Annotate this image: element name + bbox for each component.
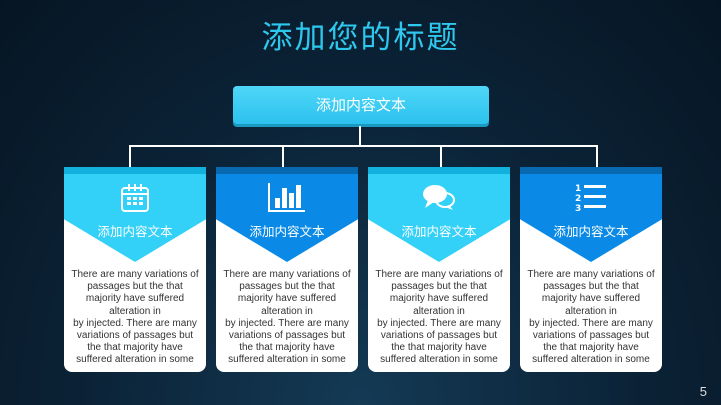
card-body: There are many variations of passages bu…	[527, 269, 655, 366]
card-3: 添加内容文本 There are many variations of pass…	[368, 167, 510, 372]
page-number: 5	[699, 384, 707, 399]
calendar-icon	[64, 183, 206, 218]
connector-vertical-main	[359, 126, 361, 146]
card-strip	[368, 167, 510, 174]
connector-4	[596, 145, 598, 167]
svg-text:1: 1	[575, 184, 581, 194]
connector-2	[282, 145, 284, 167]
card-body: There are many variations of passages bu…	[71, 269, 199, 366]
card-strip	[216, 167, 358, 174]
connector-horizontal	[129, 145, 598, 147]
bar-chart-icon	[216, 183, 358, 218]
svg-text:2: 2	[575, 194, 581, 204]
top-content-box: 添加内容文本	[233, 86, 489, 124]
card-2: 添加内容文本 There are many variations of pass…	[216, 167, 358, 372]
connector-1	[129, 145, 131, 167]
connector-3	[440, 145, 442, 167]
card-heading: 添加内容文本	[401, 224, 477, 239]
card-body: There are many variations of passages bu…	[375, 269, 503, 366]
slide-title: 添加您的标题	[261, 20, 460, 56]
svg-text:3: 3	[575, 204, 581, 213]
card-strip	[64, 167, 206, 174]
card-body: There are many variations of passages bu…	[223, 269, 351, 366]
card-heading: 添加内容文本	[249, 224, 325, 239]
card-1: 添加内容文本 There are many variations of pass…	[64, 167, 206, 372]
card-heading: 添加内容文本	[97, 224, 173, 239]
chat-bubbles-icon	[368, 183, 510, 218]
card-heading: 添加内容文本	[553, 224, 629, 239]
card-strip	[520, 167, 662, 174]
